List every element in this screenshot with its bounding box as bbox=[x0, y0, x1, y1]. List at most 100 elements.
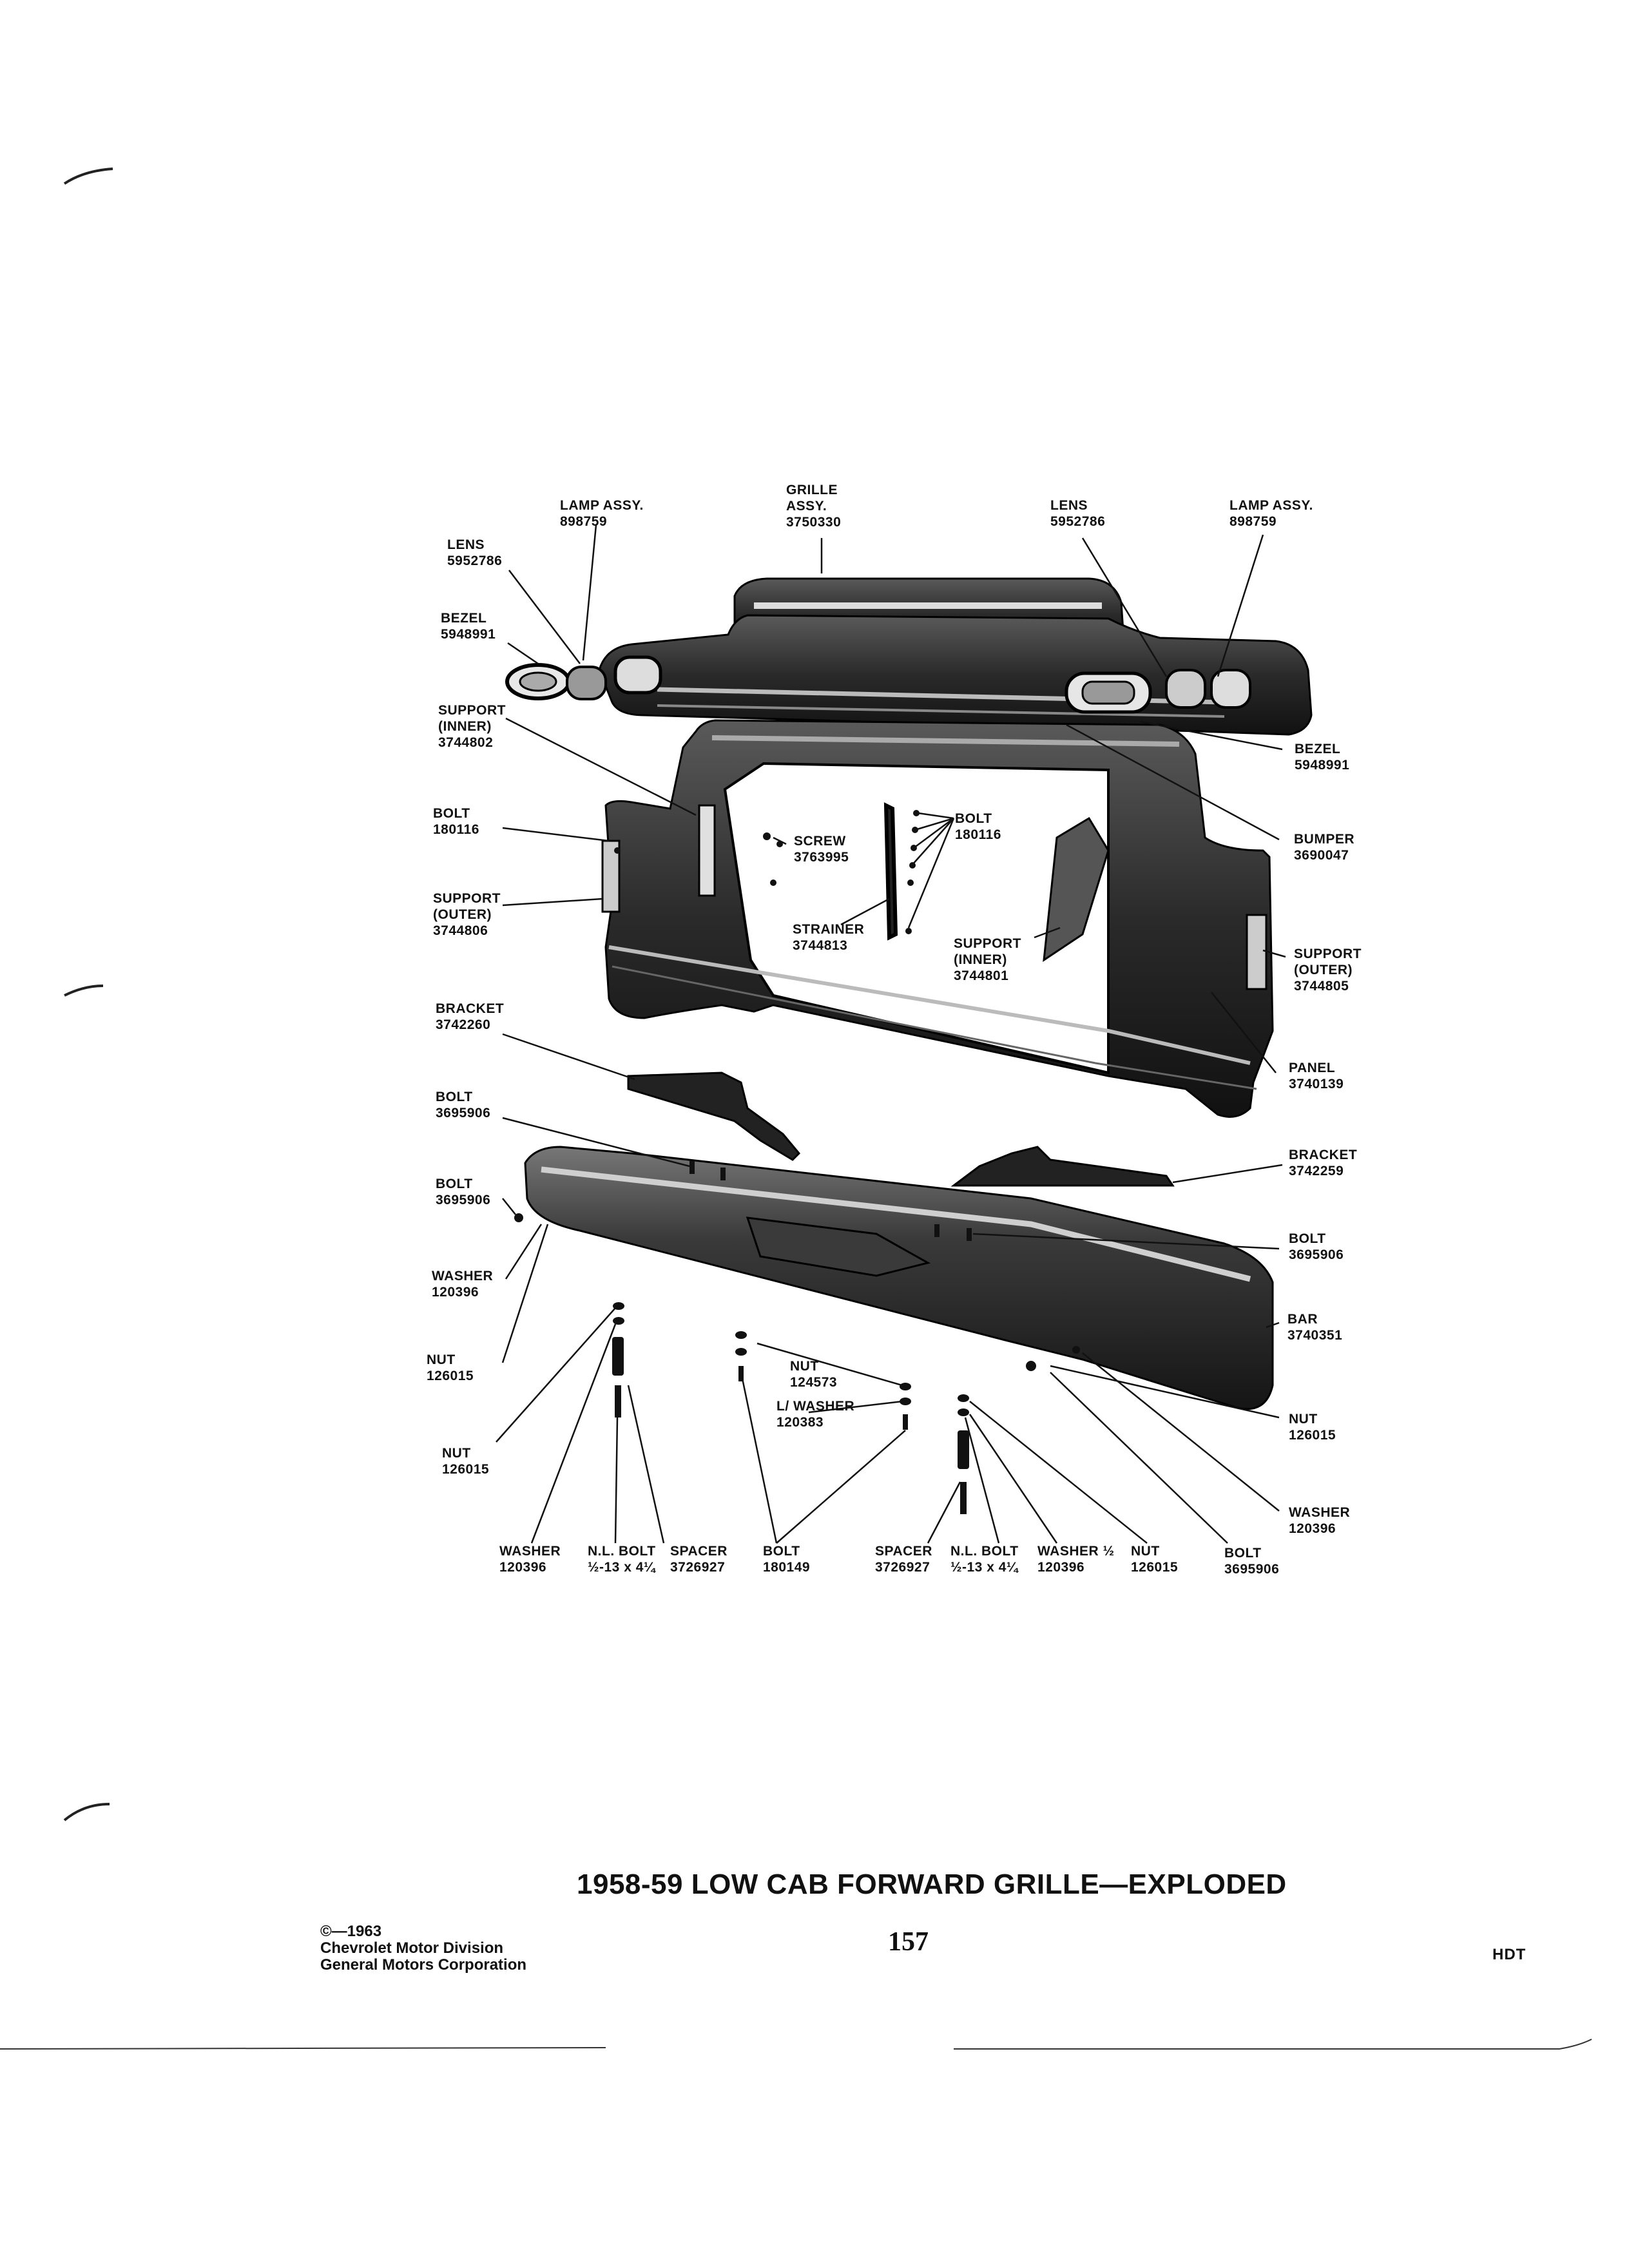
bolts-mid bbox=[514, 1161, 1080, 1371]
label-bracket-left: BRACKET 3742260 bbox=[436, 1001, 504, 1033]
label-name: BOLT bbox=[955, 811, 992, 826]
label-part: 180116 bbox=[433, 822, 479, 837]
label-part: 5952786 bbox=[1050, 514, 1106, 529]
label-lens-left: LENS 5952786 bbox=[447, 537, 502, 569]
label-part: 3750330 bbox=[786, 515, 842, 530]
label-name: LAMP ASSY. bbox=[1229, 498, 1313, 513]
label-bottom-bolt-right: BOLT 3695906 bbox=[1224, 1545, 1279, 1577]
label-screw: SCREW 3763995 bbox=[794, 833, 849, 865]
label-name: BOLT bbox=[763, 1544, 800, 1559]
label-part: 898759 bbox=[1229, 514, 1277, 529]
label-name: SUPPORT bbox=[433, 891, 501, 906]
strainer bbox=[883, 802, 898, 941]
label-name: L/ WASHER bbox=[776, 1399, 855, 1414]
label-part: 3690047 bbox=[1294, 848, 1349, 863]
label-bottom-spacer-right: SPACER 3726927 bbox=[875, 1543, 932, 1575]
lamp-left bbox=[505, 655, 662, 700]
label-name: ASSY. bbox=[786, 499, 827, 514]
label-part: ½-13 x 4¼ bbox=[588, 1560, 655, 1575]
bracket-left bbox=[627, 1072, 801, 1161]
support-outer-left bbox=[601, 840, 621, 913]
label-part: 120396 bbox=[432, 1285, 479, 1300]
label-part: 5948991 bbox=[441, 627, 496, 642]
label-name: SPACER bbox=[875, 1544, 932, 1559]
label-nut-left-upper: NUT 126015 bbox=[427, 1352, 474, 1384]
label-panel: PANEL 3740139 bbox=[1289, 1060, 1344, 1092]
footer-rule bbox=[0, 2039, 1592, 2050]
label-name: N.L. BOLT bbox=[588, 1544, 656, 1559]
section-code: HDT bbox=[1492, 1946, 1527, 1963]
label-part: 3742259 bbox=[1289, 1164, 1344, 1178]
copyright-line: ©—1963 bbox=[320, 1923, 382, 1940]
label-name: BRACKET bbox=[1289, 1148, 1358, 1162]
label-name: SUPPORT bbox=[954, 936, 1022, 951]
label-name: SUPPORT bbox=[438, 703, 506, 718]
label-name: (OUTER) bbox=[433, 907, 492, 922]
label-bolt-left-mid: BOLT 3695906 bbox=[436, 1089, 490, 1121]
label-lamp-right: LAMP ASSY. 898759 bbox=[1229, 497, 1313, 530]
label-washer-left: WASHER 120396 bbox=[432, 1268, 493, 1300]
label-name: LENS bbox=[447, 537, 485, 552]
label-part: 3695906 bbox=[1224, 1562, 1280, 1577]
label-bottom-washer-right: WASHER ½ 120396 bbox=[1037, 1543, 1115, 1575]
label-support-outer-right: SUPPORT (OUTER) 3744805 bbox=[1294, 946, 1362, 994]
label-part: 126015 bbox=[1131, 1560, 1179, 1575]
label-part: 180116 bbox=[955, 827, 1001, 842]
label-bottom-nlbolt-left: N.L. BOLT ½-13 x 4¼ bbox=[588, 1543, 656, 1575]
label-name: NUT bbox=[1131, 1544, 1160, 1559]
label-lens-right: LENS 5952786 bbox=[1050, 497, 1105, 530]
label-nut-right: NUT 126015 bbox=[1289, 1411, 1336, 1443]
label-name: GRILLE bbox=[786, 483, 838, 497]
label-name: (INNER) bbox=[954, 952, 1007, 967]
label-part: 180149 bbox=[763, 1560, 811, 1575]
label-name: (INNER) bbox=[438, 719, 492, 734]
label-part: 5948991 bbox=[1295, 758, 1350, 773]
label-name: BAR bbox=[1287, 1312, 1318, 1327]
label-part: 3740351 bbox=[1287, 1328, 1343, 1343]
label-name: NUT bbox=[1289, 1412, 1318, 1427]
lower-hardware-right bbox=[958, 1394, 969, 1514]
label-support-inner-right: SUPPORT (INNER) 3744801 bbox=[954, 936, 1021, 984]
copyright-block: ©—1963 Chevrolet Motor Division General … bbox=[320, 1923, 526, 1974]
label-nut-left-lower: NUT 126015 bbox=[442, 1445, 489, 1477]
label-name: PANEL bbox=[1289, 1061, 1336, 1075]
label-nut-center: NUT 124573 bbox=[790, 1358, 837, 1390]
label-name: BOLT bbox=[436, 1177, 473, 1191]
label-name: BOLT bbox=[1289, 1231, 1326, 1246]
label-name: N.L. BOLT bbox=[950, 1544, 1019, 1559]
label-name: BEZEL bbox=[441, 611, 487, 626]
label-part: 3726927 bbox=[670, 1560, 726, 1575]
label-part: 898759 bbox=[560, 514, 608, 529]
label-washer-right: WASHER 120396 bbox=[1289, 1504, 1350, 1537]
label-name: NUT bbox=[442, 1446, 471, 1461]
grille-assembly bbox=[598, 577, 1313, 736]
label-name: NUT bbox=[427, 1352, 456, 1367]
label-part: 3695906 bbox=[436, 1193, 491, 1207]
label-part: 126015 bbox=[442, 1462, 490, 1477]
label-lwasher-center: L/ WASHER 120383 bbox=[776, 1398, 854, 1430]
label-bolt-left-lower: BOLT 3695906 bbox=[436, 1176, 490, 1208]
label-bottom-spacer-left: SPACER 3726927 bbox=[670, 1543, 728, 1575]
label-part: 3763995 bbox=[794, 850, 849, 865]
label-name: LENS bbox=[1050, 498, 1088, 513]
label-name: (OUTER) bbox=[1294, 963, 1353, 977]
label-part: 3695906 bbox=[436, 1106, 491, 1120]
support-inner-left bbox=[698, 804, 716, 897]
label-part: 3740139 bbox=[1289, 1077, 1344, 1091]
label-part: 120396 bbox=[1037, 1560, 1085, 1575]
lower-hardware-left bbox=[612, 1302, 624, 1418]
label-name: BOLT bbox=[433, 806, 470, 821]
label-part: 126015 bbox=[1289, 1428, 1336, 1443]
label-support-outer-left: SUPPORT (OUTER) 3744806 bbox=[433, 890, 501, 939]
label-name: BEZEL bbox=[1295, 742, 1341, 756]
label-bracket-right: BRACKET 3742259 bbox=[1289, 1147, 1357, 1179]
lamp-right bbox=[1065, 669, 1251, 714]
label-part: 124573 bbox=[790, 1375, 838, 1390]
label-name: NUT bbox=[790, 1359, 819, 1374]
label-bolt-right-mid: BOLT 3695906 bbox=[1289, 1231, 1344, 1263]
label-name: SUPPORT bbox=[1294, 947, 1362, 961]
label-part: 120396 bbox=[1289, 1521, 1336, 1536]
label-name: WASHER bbox=[1289, 1505, 1351, 1520]
label-bumper: BUMPER 3690047 bbox=[1294, 831, 1354, 863]
